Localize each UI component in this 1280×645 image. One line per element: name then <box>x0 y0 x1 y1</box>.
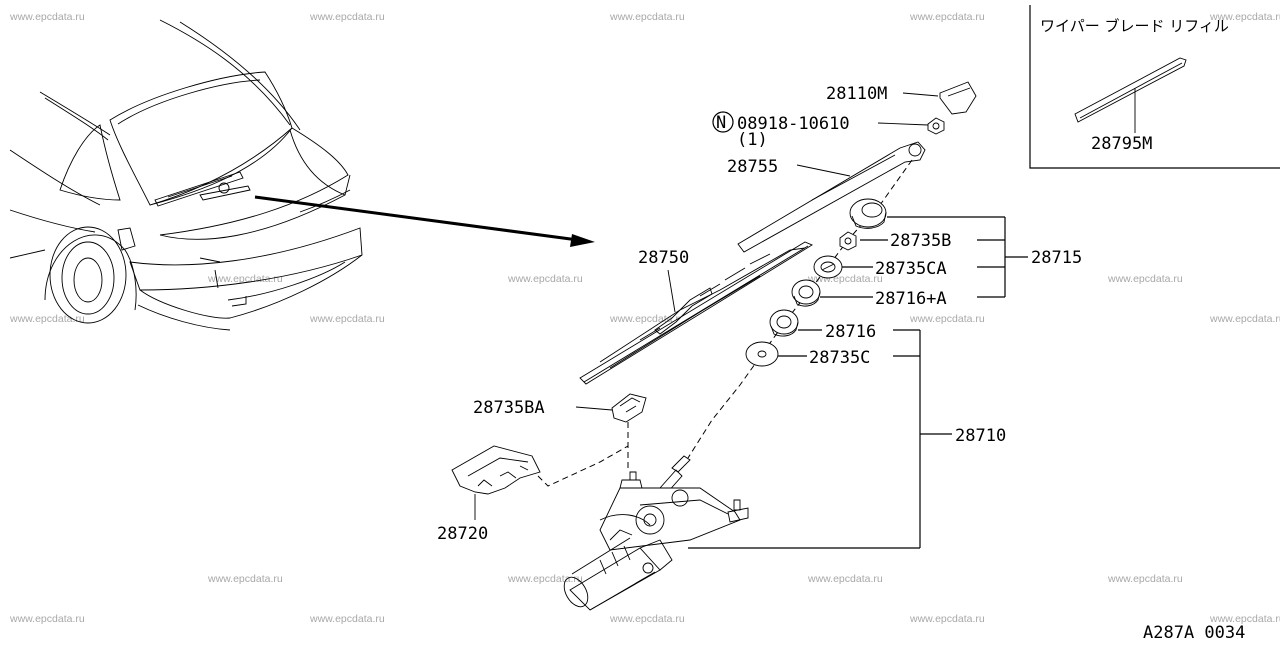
watermark: www.epcdata.ru <box>1209 313 1280 325</box>
part-number-28735b: 28735B <box>890 231 951 251</box>
part-number-28716: 28716 <box>825 322 876 342</box>
leader-lines <box>688 216 1028 549</box>
part-number-28755: 28755 <box>727 157 778 177</box>
watermark: www.epcdata.ru <box>909 11 985 23</box>
bushing-28716 <box>769 309 799 337</box>
part-number-28795m: 28795M <box>1091 134 1152 154</box>
watermark: www.epcdata.ru <box>909 313 985 325</box>
watermark: www.epcdata.ru <box>909 613 985 625</box>
figure-code: A287A 0034 <box>1143 623 1245 640</box>
wiper-arm <box>737 141 926 253</box>
watermark: www.epcdata.ru <box>807 573 883 585</box>
watermark: www.epcdata.ru <box>207 273 283 285</box>
wiper-motor <box>563 455 749 611</box>
watermark-layer: www.epcdata.ru www.epcdata.ru www.epcdat… <box>9 11 1280 625</box>
watermark: www.epcdata.ru <box>207 573 283 585</box>
nut-symbol-letter: N <box>716 113 726 133</box>
arm-cap <box>902 81 977 115</box>
motor-cover <box>451 445 541 520</box>
inset-title: ワイパー ブレード リフィル <box>1040 17 1229 35</box>
watermark: www.epcdata.ru <box>1107 573 1183 585</box>
watermark: www.epcdata.ru <box>609 613 685 625</box>
part-number-28735ca: 28735CA <box>875 259 947 279</box>
watermark: www.epcdata.ru <box>309 313 385 325</box>
watermark: www.epcdata.ru <box>9 313 85 325</box>
watermark: www.epcdata.ru <box>1209 11 1280 23</box>
watermark: www.epcdata.ru <box>9 613 85 625</box>
watermark: www.epcdata.ru <box>507 573 583 585</box>
grommet-28715-top <box>849 198 887 229</box>
part-number-28110m: 28110M <box>826 84 887 104</box>
part-number-28735ba: 28735BA <box>473 398 545 418</box>
washer-28735b <box>839 231 857 251</box>
clip-28735ba <box>575 393 647 423</box>
watermark: www.epcdata.ru <box>1209 613 1280 625</box>
quantity-label: (1) <box>737 130 768 150</box>
part-number-28750: 28750 <box>638 248 689 268</box>
nut-symbol: N <box>712 111 734 133</box>
part-number-08918-10610: 08918-10610 <box>737 114 850 134</box>
washer-28735ca <box>813 255 843 279</box>
bushing-28716a <box>791 279 821 307</box>
pointer-arrow <box>254 195 595 247</box>
part-number-28710: 28710 <box>955 426 1006 446</box>
nut <box>877 117 945 135</box>
watermark: www.epcdata.ru <box>309 11 385 23</box>
part-number-28715: 28715 <box>1031 248 1082 268</box>
wiper-blade <box>579 241 813 385</box>
refill-inset: ワイパー ブレード リフィル 28795M <box>1029 5 1280 169</box>
part-number-28716a: 28716+A <box>875 289 947 309</box>
part-number-28735c: 28735C <box>809 348 870 368</box>
watermark: www.epcdata.ru <box>1107 273 1183 285</box>
car-rear-illustration <box>9 19 363 331</box>
washer-28735c <box>745 341 779 367</box>
part-number-28720: 28720 <box>437 524 488 544</box>
watermark: www.epcdata.ru <box>507 273 583 285</box>
watermark: www.epcdata.ru <box>609 11 685 23</box>
watermark: www.epcdata.ru <box>9 11 85 23</box>
wiper-refill-strip <box>1074 57 1187 123</box>
watermark: www.epcdata.ru <box>309 613 385 625</box>
